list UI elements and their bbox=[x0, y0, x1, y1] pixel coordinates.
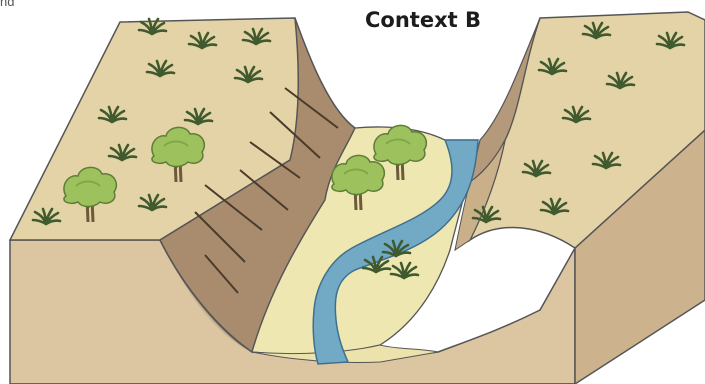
valley-block-diagram bbox=[0, 0, 705, 384]
